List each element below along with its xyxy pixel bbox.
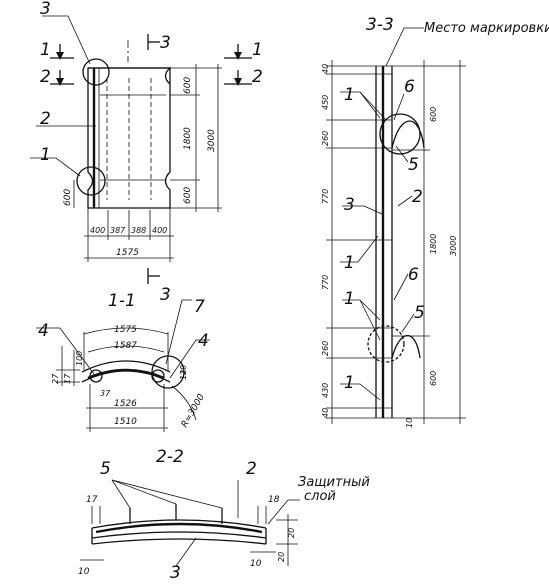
callout-2-plan: 2: [40, 109, 51, 129]
callout-3-s33: 3: [344, 195, 355, 215]
s11-dim-1575: 1575: [114, 325, 137, 335]
callout-4-s11-left: 4: [38, 321, 49, 341]
s11-dim-1510: 1510: [114, 417, 137, 427]
plan-bottom-dim-3: 388: [131, 226, 146, 235]
s11-dim-1526: 1526: [114, 399, 137, 409]
s33-dim-770-a: 770: [321, 189, 330, 204]
section-3-3-view: [326, 27, 466, 424]
section-3-3-title: 3-3: [366, 15, 394, 35]
callout-2-s33: 2: [412, 187, 423, 207]
callout-2-s22: 2: [246, 459, 257, 479]
protective-layer-line2: слой: [304, 489, 336, 504]
s22-dim-20-top: 20: [287, 528, 296, 538]
section-2-2-view: [80, 479, 300, 567]
plan-total-width: 1575: [116, 248, 139, 258]
plan-dim-600-top: 600: [183, 77, 193, 94]
s11-dim-17: 17: [63, 373, 72, 384]
section-2-2-title: 2-2: [156, 447, 184, 467]
s33-dim-40-bottom: 40: [321, 408, 330, 418]
s33-dim-600-top: 600: [429, 107, 438, 122]
cut-label-2-right: 2: [252, 67, 263, 87]
s11-dim-120: 120: [179, 365, 188, 380]
plan-dim-600-bottom: 600: [183, 187, 193, 204]
callout-6-s33-a: 6: [404, 77, 415, 97]
s33-dim-430: 430: [321, 383, 330, 398]
cut-label-3-bottom: 3: [160, 285, 171, 305]
callout-5-s33-b: 5: [414, 303, 425, 323]
section-1-1-title: 1-1: [108, 291, 136, 311]
s33-dim-3000: 3000: [449, 236, 458, 256]
callout-1-s33-a: 1: [344, 85, 355, 105]
cut-label-2-left: 2: [40, 67, 51, 87]
callout-1-s33-d: 1: [344, 373, 355, 393]
s22-dim-10-right: 10: [250, 559, 262, 569]
callout-3-top: 3: [40, 0, 51, 19]
protective-layer-line1: Защитный: [298, 475, 370, 490]
callout-5-s33-a: 5: [408, 155, 419, 175]
cut-label-3-top: 3: [160, 33, 171, 53]
plan-bottom-dim-4: 400: [152, 226, 167, 235]
callout-1-s33-c: 1: [344, 289, 355, 309]
plan-dim-600-left: 600: [63, 189, 73, 206]
section-1-1-view: [36, 299, 210, 432]
s33-dim-260-bottom: 260: [321, 341, 330, 356]
s22-dim-20-bottom: 20: [277, 552, 286, 562]
callout-1-s33-b: 1: [344, 253, 355, 273]
s33-dim-450: 450: [321, 95, 330, 110]
s11-dim-1587: 1587: [114, 341, 137, 351]
s33-dim-1800: 1800: [429, 234, 438, 254]
s22-dim-17: 17: [86, 495, 98, 505]
plan-view: [30, 15, 252, 284]
s11-dim-27: 27: [51, 373, 60, 384]
callout-5-s22: 5: [100, 459, 111, 479]
callout-1-plan: 1: [40, 145, 51, 165]
cut-label-1-right: 1: [252, 40, 263, 60]
s11-dim-100: 100: [75, 351, 84, 366]
callout-7-s11: 7: [194, 297, 205, 317]
plan-bottom-dim-1: 400: [90, 226, 105, 235]
s22-dim-10-left: 10: [78, 567, 90, 577]
s22-dim-18: 18: [268, 495, 280, 505]
s33-dim-600-bottom: 600: [429, 371, 438, 386]
s33-dim-770-b: 770: [321, 275, 330, 290]
plan-dim-1800: 1800: [183, 127, 193, 150]
plan-dim-3000: 3000: [207, 129, 217, 152]
cut-label-1-left: 1: [40, 40, 51, 60]
s11-dim-37: 37: [100, 389, 111, 398]
marking-place-note: Место маркировки: [424, 21, 549, 36]
callout-3-s22: 3: [170, 563, 181, 583]
plan-bottom-dim-2: 387: [110, 226, 126, 235]
callout-4-s11-right: 4: [198, 331, 209, 351]
s33-dim-10: 10: [405, 418, 414, 428]
s33-dim-40-top: 40: [321, 64, 330, 74]
callout-6-s33-b: 6: [408, 265, 419, 285]
s33-dim-260-top: 260: [321, 131, 330, 146]
